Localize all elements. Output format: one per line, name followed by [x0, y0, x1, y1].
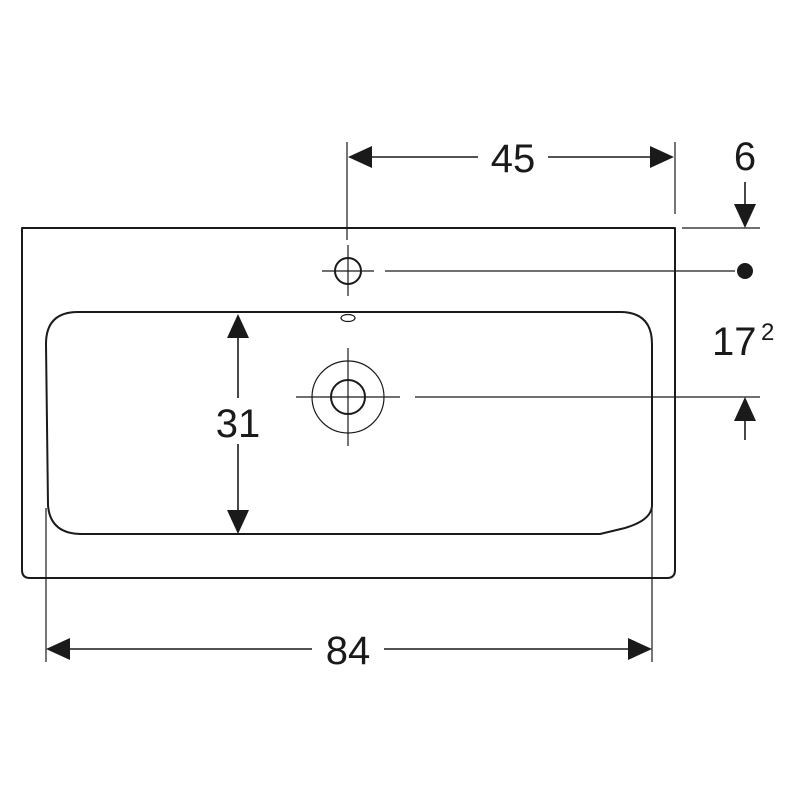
dimension-31-label: 31: [216, 402, 261, 446]
tap-axis-dot: [737, 263, 753, 279]
dimension-17-2: 17 2: [712, 319, 774, 440]
dimension-84-label: 84: [326, 629, 371, 673]
tap-hole: [322, 245, 374, 296]
dimension-84: 84: [46, 629, 652, 673]
dimension-45-label: 45: [491, 137, 536, 181]
overflow-slot: [340, 313, 356, 323]
basin-bowl-outline: [45, 311, 653, 535]
dimension-6: 6: [734, 135, 756, 228]
dimension-17-superscript: 2: [761, 319, 774, 346]
basin-outer-outline: [21, 227, 676, 579]
dimension-45: 45: [348, 137, 674, 181]
dimension-6-label: 6: [734, 135, 756, 179]
dimension-31: 31: [210, 314, 270, 534]
dimension-17-label: 17: [712, 320, 757, 364]
extension-lines: [45, 142, 760, 662]
drain: [296, 348, 400, 446]
